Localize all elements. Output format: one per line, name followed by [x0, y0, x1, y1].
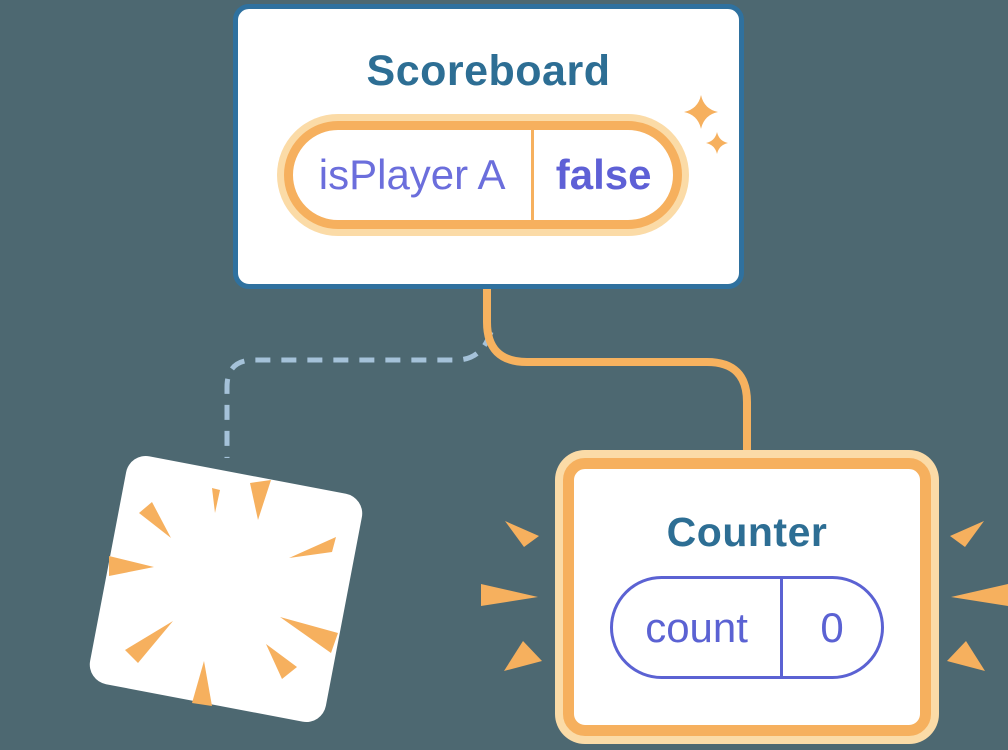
connector-solid-line [483, 286, 751, 458]
destroyed-component-card [86, 452, 366, 726]
scoreboard-state-pill: isPlayer A false [277, 114, 689, 236]
counter-state-value: 0 [820, 603, 844, 651]
counter-component-card: Counter count 0 [555, 450, 939, 744]
counter-state-pill: count 0 [610, 576, 884, 679]
counter-card-ring: Counter count 0 [563, 458, 931, 736]
scoreboard-state-pill-ring: isPlayer A false [284, 121, 682, 229]
state-value: false [555, 151, 652, 198]
counter-state-key: count [613, 579, 784, 676]
scoreboard-title: Scoreboard [366, 47, 611, 95]
counter-title: Counter [666, 509, 828, 555]
emphasis-rays-left-icon [481, 521, 542, 671]
connector-dashed-line [224, 331, 494, 458]
state-key: isPlayer A [293, 130, 535, 220]
scoreboard-component-card: Scoreboard isPlayer A false [233, 4, 744, 289]
emphasis-rays-right-icon [947, 521, 1008, 671]
